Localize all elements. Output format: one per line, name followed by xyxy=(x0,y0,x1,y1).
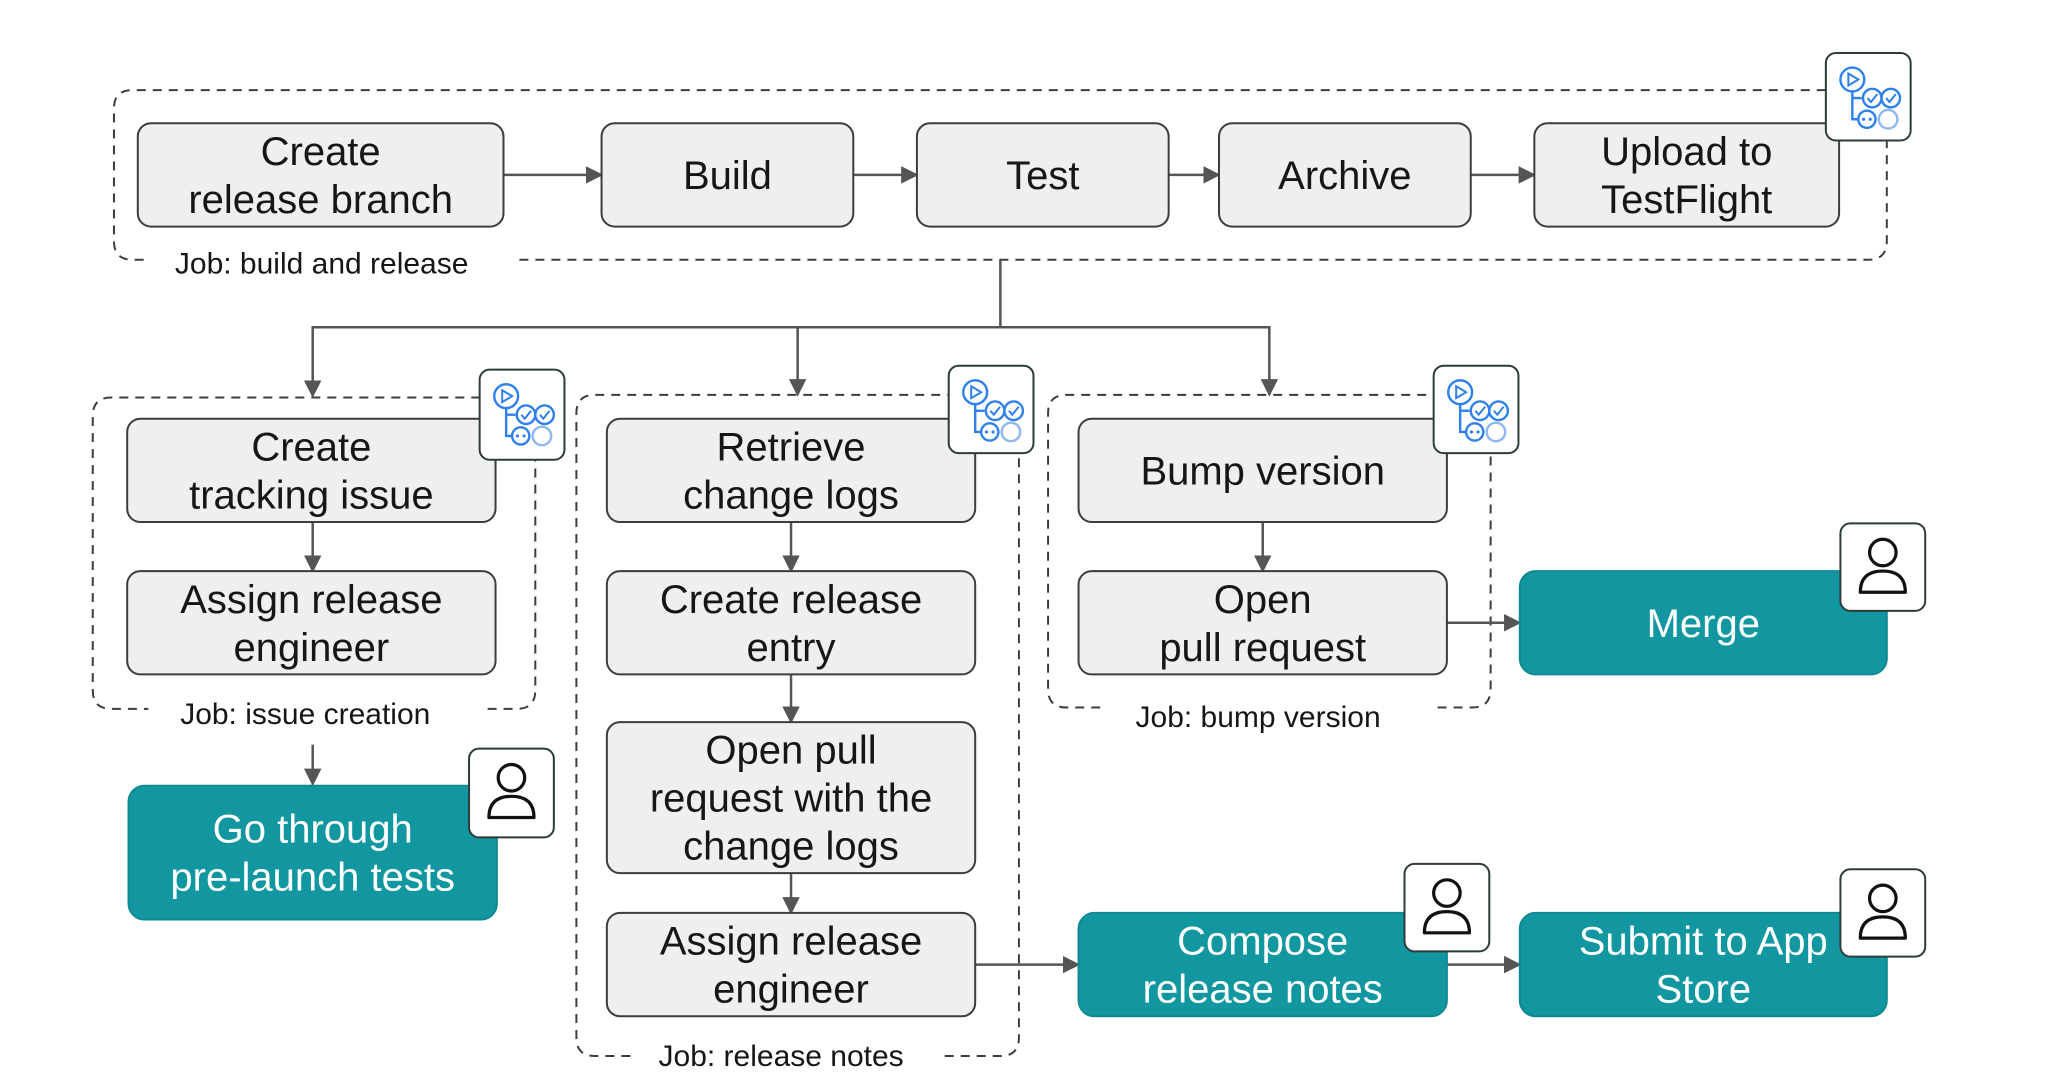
step-box xyxy=(605,911,977,1018)
step-bump-version[interactable]: Bump version xyxy=(1077,417,1448,524)
step-label-line: Bump version xyxy=(1140,449,1385,493)
github-actions-icon xyxy=(1824,52,1912,142)
step-label-line: Retrieve xyxy=(717,425,866,469)
step-label-line: Assign release xyxy=(180,578,442,622)
step-label-line: release branch xyxy=(188,178,453,222)
github-actions-icon xyxy=(478,368,566,461)
step-box xyxy=(1077,570,1448,676)
job-label-build: Job: build and release xyxy=(175,248,469,281)
step-box xyxy=(126,417,497,524)
person-icon xyxy=(1839,522,1927,612)
step-box xyxy=(136,122,505,228)
arrow-build-job-to-bump-version xyxy=(1000,326,1279,397)
badge-frame xyxy=(1824,52,1912,142)
step-box xyxy=(1518,911,1888,1018)
step-label-line: Create xyxy=(251,425,371,469)
step-label-line: pull request xyxy=(1159,626,1366,670)
step-archive[interactable]: Archive xyxy=(1218,122,1472,228)
step-label-line: Archive xyxy=(1278,154,1411,198)
step-box xyxy=(605,721,977,875)
step-label-line: Open pull xyxy=(705,729,876,773)
step-label-line: pre-launch tests xyxy=(170,856,455,900)
step-merge[interactable]: Merge xyxy=(1518,570,1888,676)
step-label-line: release notes xyxy=(1143,968,1383,1012)
step-label-line: Build xyxy=(683,154,772,198)
job-frame-bump xyxy=(1047,393,1492,709)
job-label-notes: Job: release notes xyxy=(659,1040,904,1073)
job-label-bump: Job: bump version xyxy=(1136,701,1381,734)
step-box xyxy=(600,122,855,228)
step-label-line: request with the xyxy=(650,777,932,821)
job-group-bump: Job: bump version xyxy=(1047,393,1492,734)
job-label-issue: Job: issue creation xyxy=(180,698,430,731)
step-test[interactable]: Test xyxy=(915,122,1170,228)
github-actions-icon xyxy=(1432,364,1520,455)
step-box xyxy=(605,417,977,524)
step-box xyxy=(1533,122,1841,228)
badges xyxy=(468,52,1927,958)
step-label-line: change logs xyxy=(683,825,899,869)
step-label-line: engineer xyxy=(713,968,869,1012)
step-label-line: Upload to xyxy=(1601,130,1772,174)
step-label-line: tracking issue xyxy=(189,473,434,517)
step-label-line: Compose xyxy=(1177,920,1348,964)
connectors xyxy=(303,166,1537,974)
step-box xyxy=(915,122,1170,228)
badge-frame xyxy=(1432,364,1520,455)
step-box xyxy=(127,784,498,921)
step-label-line: TestFlight xyxy=(1601,178,1772,222)
step-label-line: Submit to App xyxy=(1579,920,1828,964)
person-icon xyxy=(1839,868,1927,958)
badge-frame xyxy=(947,364,1035,455)
step-label-line: Store xyxy=(1655,968,1751,1012)
step-box xyxy=(1218,122,1472,228)
step-box xyxy=(126,570,497,676)
job-group-build: Job: build and release xyxy=(112,89,1888,281)
step-label-line: Create release xyxy=(660,578,922,622)
step-label-line: change logs xyxy=(683,473,899,517)
step-build[interactable]: Build xyxy=(600,122,855,228)
job-frame-notes xyxy=(575,393,1020,1058)
step-label-line: Open xyxy=(1214,578,1312,622)
step-label-line: entry xyxy=(747,626,836,670)
step-box xyxy=(1518,570,1888,676)
github-actions-icon xyxy=(947,364,1035,455)
step-box xyxy=(605,570,977,676)
step-label-line: Assign release xyxy=(660,920,922,964)
step-label-line: Merge xyxy=(1647,602,1760,646)
step-label-line: Go through xyxy=(213,808,413,852)
person-icon xyxy=(468,747,555,839)
step-label-line: Create xyxy=(261,130,381,174)
person-icon xyxy=(1403,862,1491,953)
step-box xyxy=(1077,911,1448,1018)
step-label-line: engineer xyxy=(234,626,390,670)
step-label-line: Test xyxy=(1006,154,1079,198)
step-box xyxy=(1077,417,1448,524)
badge-frame xyxy=(468,747,555,839)
arrow-build-job-to-tracking-issue xyxy=(303,259,1002,398)
job-frame-build xyxy=(112,89,1888,261)
job-group-notes: Job: release notes xyxy=(575,393,1020,1073)
